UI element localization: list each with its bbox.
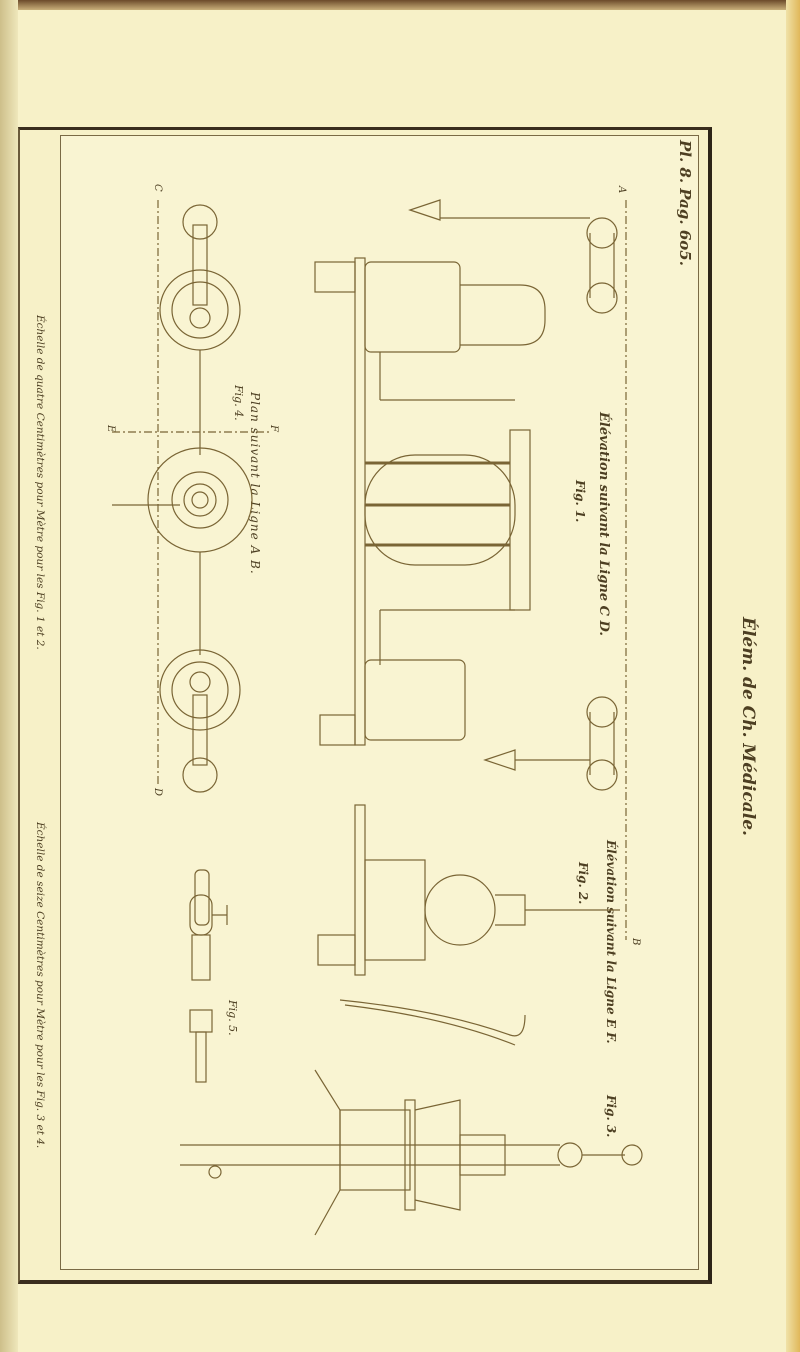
section-letter-f: F xyxy=(268,425,279,432)
fig1-elevation xyxy=(314,199,618,791)
fig1-caption: Élévation suivant la Ligne C D. xyxy=(596,412,611,636)
fig2-elevation xyxy=(317,804,620,1046)
fig5-label: Fig. 5. xyxy=(226,1000,239,1036)
fig2-label: Fig. 2. xyxy=(576,862,590,905)
section-letter-e: E xyxy=(105,425,116,433)
fig4-label: Fig. 4. xyxy=(232,385,245,421)
plate-frame-outer xyxy=(18,127,712,1284)
fig3-detail xyxy=(180,1069,643,1236)
page-top-edge xyxy=(0,0,800,10)
fig5-detail xyxy=(189,869,228,1083)
book-title: Élém. de Ch. Médicale. xyxy=(738,617,758,836)
fig2-caption: Élévation suivant la Ligne E F. xyxy=(604,840,618,1044)
scale-caption-2: Échelle de seize Centimètres pour Mètre … xyxy=(34,822,46,1149)
section-letter-d: D xyxy=(152,788,163,797)
plate-frame-inner xyxy=(60,135,699,1270)
section-letter-b: B xyxy=(630,938,641,946)
fig3-label: Fig. 3. xyxy=(604,1095,618,1138)
page-gutter xyxy=(0,0,18,1352)
plate-reference: Pl. 8. Pag. 6o5. xyxy=(676,140,694,266)
page-right-edge xyxy=(786,0,800,1352)
section-letter-c: C xyxy=(152,184,163,192)
fig1-label: Fig. 1. xyxy=(573,480,587,523)
fig4-plan xyxy=(112,204,253,793)
fig4-caption: Plan suivant la Ligne A B. xyxy=(248,392,262,575)
section-letter-a: A xyxy=(616,186,627,194)
scale-caption-1: Échelle de quatre Centimètres pour Mètre… xyxy=(34,315,46,650)
